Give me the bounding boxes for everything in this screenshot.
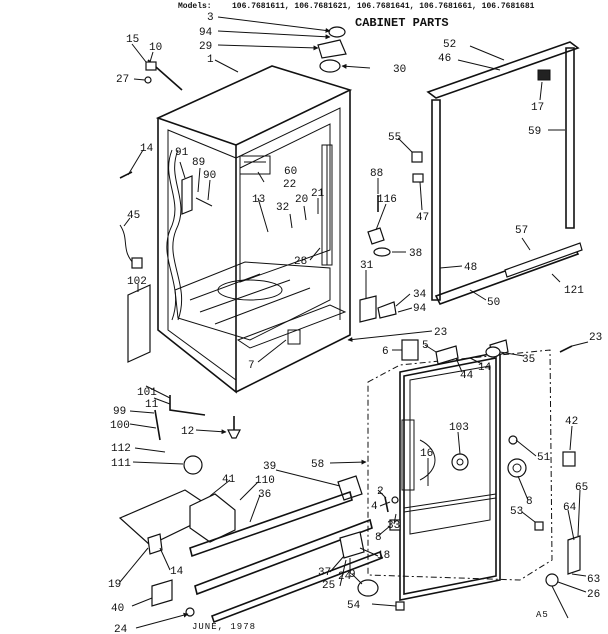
- callout-14-left: 14: [140, 143, 154, 155]
- callout-89: 89: [192, 157, 205, 169]
- callout-91: 91: [175, 147, 189, 159]
- callout-16: 16: [420, 448, 433, 460]
- callout-29: 29: [199, 41, 212, 53]
- callout-23-right: 23: [589, 332, 602, 344]
- callout-36: 36: [258, 489, 271, 501]
- callout-8-upper: 8: [526, 496, 533, 508]
- callout-60: 60: [284, 166, 297, 178]
- callout-48: 48: [464, 262, 477, 274]
- callout-18: 18: [377, 550, 390, 562]
- callout-33: 33: [387, 520, 400, 532]
- callout-110: 110: [255, 475, 275, 487]
- callout-2: 2: [377, 486, 384, 498]
- callout-39: 39: [263, 461, 276, 473]
- callout-64: 64: [563, 502, 577, 514]
- callout-94-top: 94: [199, 27, 213, 39]
- callout-34: 34: [413, 289, 427, 301]
- callout-40: 40: [111, 603, 124, 615]
- callout-28: 28: [294, 256, 307, 268]
- door-gasket-frame: [426, 41, 583, 305]
- cabinet-shell: [155, 65, 353, 394]
- callout-46: 46: [438, 53, 451, 65]
- callout-5: 5: [422, 340, 429, 352]
- callout-90: 90: [203, 170, 216, 182]
- callout-63: 63: [587, 574, 600, 586]
- callout-12: 12: [181, 426, 194, 438]
- callout-1: 1: [207, 54, 214, 66]
- callout-50: 50: [487, 297, 500, 309]
- callout-111: 111: [111, 458, 131, 470]
- footer-code: A5: [536, 610, 549, 620]
- callout-24-mid: 24: [338, 571, 352, 583]
- callout-labels: 3 94 29 15 10 27 1 30 52 46 17 59 55 14 …: [108, 12, 602, 634]
- callout-22: 22: [283, 179, 296, 191]
- callout-23-mid: 23: [434, 327, 447, 339]
- callout-21: 21: [311, 188, 325, 200]
- callout-24-bottom: 24: [114, 624, 128, 634]
- callout-57: 57: [515, 225, 528, 237]
- callout-7: 7: [248, 360, 255, 372]
- callout-26: 26: [587, 589, 600, 601]
- callout-15: 15: [126, 34, 139, 46]
- callout-13: 13: [252, 194, 265, 206]
- callout-10: 10: [149, 42, 162, 54]
- diagram-title: CABINET PARTS: [355, 16, 449, 30]
- callout-9: 9: [349, 569, 356, 581]
- models-label: Models:: [178, 2, 212, 11]
- callout-30: 30: [393, 64, 406, 76]
- callout-8-lower: 8: [375, 532, 382, 544]
- callout-53: 53: [510, 506, 523, 518]
- callout-38: 38: [409, 248, 422, 260]
- callout-42: 42: [565, 416, 578, 428]
- callout-59: 59: [528, 126, 541, 138]
- callout-20: 20: [295, 194, 308, 206]
- callout-99: 99: [113, 406, 126, 418]
- callout-101: 101: [137, 387, 157, 399]
- callout-121: 121: [564, 285, 584, 297]
- callout-100: 100: [110, 420, 130, 432]
- callout-14-bottom: 14: [170, 566, 184, 578]
- callout-45: 45: [127, 210, 140, 222]
- callout-32: 32: [276, 202, 289, 214]
- callout-102: 102: [127, 276, 147, 288]
- callout-88: 88: [370, 168, 383, 180]
- callout-6: 6: [382, 346, 389, 358]
- callout-37: 37: [318, 567, 331, 579]
- callout-112: 112: [111, 443, 131, 455]
- callout-11: 11: [145, 399, 159, 411]
- callout-51: 51: [537, 452, 551, 464]
- callout-44: 44: [460, 370, 474, 382]
- callout-58: 58: [311, 459, 324, 471]
- callout-19: 19: [108, 579, 121, 591]
- callout-41: 41: [222, 474, 236, 486]
- leader-lines: [119, 16, 589, 629]
- callout-4: 4: [371, 501, 378, 513]
- callout-31: 31: [360, 260, 374, 272]
- callout-54: 54: [347, 600, 361, 612]
- models-list: 106.7681611, 106.7681621, 106.7681641, 1…: [232, 2, 535, 11]
- callout-116: 116: [377, 194, 397, 206]
- callout-103: 103: [449, 422, 469, 434]
- callout-17: 17: [531, 102, 544, 114]
- callout-94-mid: 94: [413, 303, 427, 315]
- callout-3: 3: [207, 12, 214, 24]
- callout-14-mid: 14: [478, 362, 492, 374]
- callout-35: 35: [522, 354, 535, 366]
- callout-65: 65: [575, 482, 588, 494]
- callout-25: 25: [322, 580, 335, 592]
- footer-date: JUNE, 1978: [192, 622, 256, 632]
- small-parts: [118, 26, 581, 624]
- callout-27: 27: [116, 74, 129, 86]
- callout-52: 52: [443, 39, 456, 51]
- callout-55: 55: [388, 132, 401, 144]
- callout-47: 47: [416, 212, 429, 224]
